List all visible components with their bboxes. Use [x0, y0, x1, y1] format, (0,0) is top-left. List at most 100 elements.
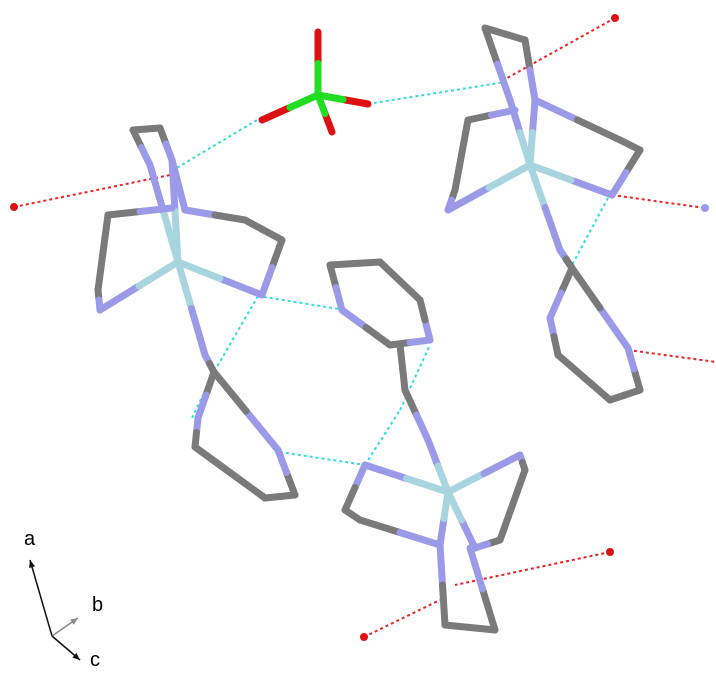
complex2-bond-b	[568, 264, 604, 312]
oxygen-atom-dot	[10, 203, 18, 211]
complex1-bond-b	[174, 258, 224, 282]
complex2-bond-b	[574, 116, 624, 144]
axis-arrow-c-head	[72, 652, 80, 660]
complex2-bond-b	[485, 161, 534, 191]
complex3-bond-b	[444, 488, 465, 524]
complex1-bond-b	[135, 258, 182, 290]
complex1-bond-a	[241, 216, 267, 234]
axis-label-c: c	[90, 649, 100, 671]
complex3-bond-b	[466, 544, 486, 593]
complex2-bond-b	[526, 66, 539, 104]
complex3-bond-b	[326, 260, 359, 269]
complex2-bond-a	[622, 146, 644, 176]
complex2-bond-a	[554, 351, 588, 381]
complex3-bond-a	[396, 277, 424, 304]
oxygen-atom-dot	[606, 548, 614, 556]
complex2-bond-a	[481, 24, 501, 68]
complex3-bond-b	[466, 624, 499, 634]
complex3-bond-a	[356, 516, 404, 536]
complex3-bond-b	[480, 451, 524, 477]
complex3-bond-a	[351, 461, 369, 491]
complex3-bond-b	[332, 284, 346, 314]
hbond-line	[279, 451, 366, 466]
perchlorate-bond-a	[339, 96, 372, 108]
complex3-bond-a	[436, 515, 448, 549]
complex1-bond-a	[174, 258, 195, 312]
complex3-bond-a	[396, 341, 406, 371]
complex1-bond-b	[260, 226, 286, 244]
complex2-bond-a	[630, 365, 644, 394]
hbond-line	[213, 295, 259, 373]
complex1-bond-b	[175, 181, 189, 214]
complex1-bond-a	[242, 407, 282, 454]
complex2-bond-a	[521, 36, 534, 74]
complex1-bond-b	[188, 305, 209, 359]
complex2-bond-b	[624, 344, 638, 373]
axis-label-b: b	[92, 594, 104, 616]
oxygen-atom-dot	[611, 14, 619, 22]
axis-label-a: a	[24, 528, 36, 550]
complex1-bond-b	[136, 204, 176, 215]
complex2-bond-b	[494, 60, 514, 104]
complex1-bond-a	[283, 469, 299, 499]
complex3-bond-b	[399, 364, 409, 394]
complex1-bond-b	[94, 249, 107, 294]
perchlorate-bond-a	[258, 104, 294, 124]
complex2-bond-a	[596, 304, 632, 352]
complex3-bond-b	[403, 475, 452, 496]
complex2-bond-a	[557, 264, 576, 297]
complex1-bond-a	[268, 236, 286, 271]
complex3-bond-b	[439, 581, 449, 629]
complex2-bond-b	[546, 289, 565, 322]
complex3-bond-a	[479, 585, 499, 634]
complex3-bond-b	[341, 484, 359, 514]
complex3-bond-a	[509, 466, 529, 509]
oxygen-atom-dot	[360, 633, 368, 641]
complex3-bond-b	[434, 462, 452, 496]
complex1-bond-b	[258, 264, 276, 299]
nitrogen-atom-dot	[701, 204, 709, 212]
complex1-bond-b	[210, 368, 250, 415]
complex1-bond-a	[146, 161, 168, 217]
complex1-bond-b	[211, 211, 249, 224]
complex3-bond-a	[458, 516, 479, 552]
contact-line	[611, 194, 706, 209]
complex3-bond-b	[413, 411, 432, 444]
complex1-bond-a	[168, 156, 182, 189]
axis-arrow-b-head	[70, 618, 78, 625]
complex2-bond-a	[506, 96, 524, 136]
complex3-bond-a	[351, 258, 384, 267]
complex2-bond-b	[580, 374, 614, 404]
contact-line	[627, 349, 716, 363]
complex3-bond-a	[441, 621, 474, 631]
contact-line	[363, 599, 441, 638]
complex3-bond-a	[424, 436, 442, 470]
hbond-line	[364, 409, 401, 466]
complex2-bond-a	[444, 184, 493, 214]
complex3-bond-b	[376, 258, 404, 285]
complex1-bond-b	[226, 469, 269, 502]
complex2-bond-a	[526, 161, 549, 211]
complex3-bond-a	[361, 461, 410, 482]
axis-arrow-a	[29, 559, 53, 637]
complex1-bond-b	[171, 207, 182, 266]
complex1-bond-a	[104, 208, 144, 219]
contact-line	[13, 174, 171, 208]
complex2-bond-b	[541, 204, 564, 254]
hbond-line	[571, 197, 609, 266]
complex3-bond-b	[396, 529, 444, 549]
complex3-bond-a	[436, 541, 446, 589]
hbond-line	[257, 295, 346, 311]
complex3-bond-a	[444, 470, 488, 496]
contact-line	[499, 17, 616, 83]
complex1-bond-a	[96, 282, 143, 314]
complex2-bond-b	[488, 106, 519, 119]
complex1-bond-b	[274, 446, 290, 476]
complex2-bond-a	[464, 111, 495, 124]
complex2-bond-b	[526, 161, 575, 184]
perchlorate-bond-b	[314, 91, 329, 117]
complex1-bond-a	[181, 206, 219, 219]
complex2-bond-a	[458, 116, 472, 159]
